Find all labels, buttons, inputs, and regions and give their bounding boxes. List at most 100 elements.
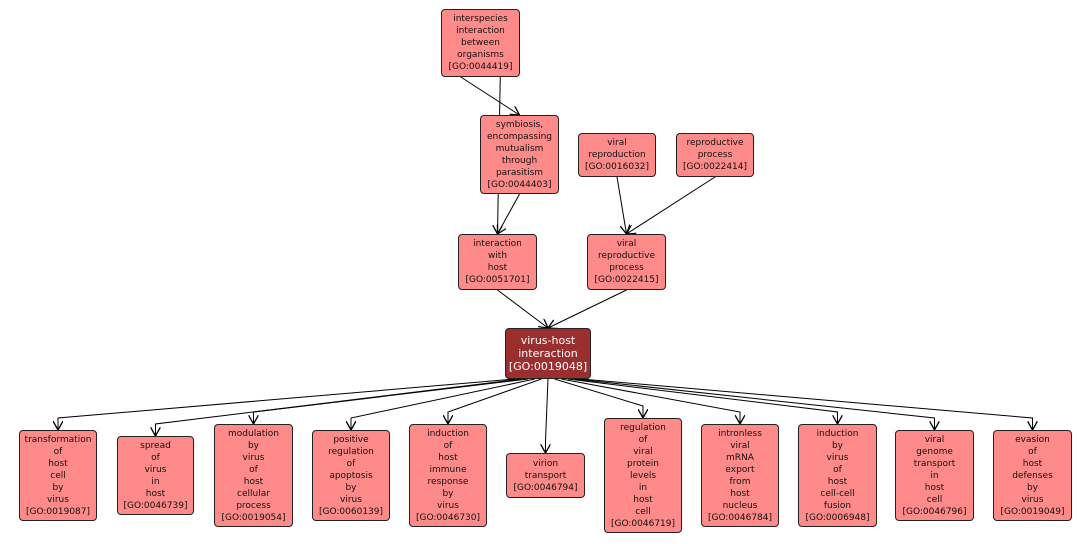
node-label-line: parasitism bbox=[495, 167, 544, 178]
node-label-line: mRNA bbox=[726, 452, 754, 463]
node-label-line: cell bbox=[926, 494, 943, 505]
node-label-line: immune bbox=[429, 464, 467, 475]
node-label-line: cell bbox=[635, 506, 651, 517]
node-label-line: virus bbox=[437, 500, 459, 511]
edge-arrow bbox=[554, 378, 643, 418]
node-label-line: induction bbox=[427, 428, 469, 439]
node-label-line: virus bbox=[144, 464, 167, 475]
node-label-line: [GO:0022414] bbox=[682, 162, 748, 172]
node-label-line: of bbox=[1028, 446, 1037, 457]
node-label-line: viral bbox=[633, 446, 653, 457]
node-label-line: of bbox=[638, 434, 648, 445]
node-label-line: [GO:0022415] bbox=[594, 275, 659, 285]
node-label-line: [GO:0060139] bbox=[318, 506, 384, 517]
node-label-line: [GO:0046794] bbox=[513, 482, 578, 493]
go-term-node[interactable]: reproductive process [GO:0022414] bbox=[676, 133, 754, 177]
node-label-line: virus bbox=[47, 494, 69, 505]
node-label-line: transport bbox=[524, 470, 567, 481]
node-label-line: evasion bbox=[1015, 434, 1050, 445]
edge-arrow bbox=[561, 378, 740, 424]
node-label-line: response bbox=[427, 476, 469, 487]
node-label-line: host bbox=[730, 488, 750, 499]
node-label-line: interaction bbox=[473, 239, 522, 249]
node-label-line: intronless bbox=[718, 428, 762, 439]
node-label-line: genome bbox=[916, 446, 953, 457]
node-label-line: cellular bbox=[237, 488, 270, 499]
node-label-line: of bbox=[833, 464, 842, 475]
node-label-line: [GO:0044403] bbox=[487, 179, 552, 190]
node-label-line: host bbox=[924, 482, 945, 493]
edge-arrow bbox=[580, 378, 1033, 430]
node-label-line: modulation bbox=[228, 428, 279, 439]
node-label-line: host bbox=[487, 263, 508, 273]
node-label-line: host bbox=[145, 488, 166, 499]
node-label-line: interaction bbox=[518, 347, 578, 360]
node-label-line: [GO:0046739] bbox=[123, 500, 188, 511]
edge-arrow bbox=[548, 289, 627, 328]
node-label-line: induction bbox=[816, 428, 859, 439]
edge-arrow bbox=[574, 378, 934, 430]
node-label-line: in bbox=[638, 482, 648, 493]
node-label-line: by bbox=[52, 482, 64, 493]
node-label-line: host bbox=[243, 476, 264, 487]
node-label-line: spread bbox=[140, 440, 171, 451]
node-label-line: cell bbox=[50, 470, 66, 481]
node-label-line: of bbox=[249, 464, 258, 475]
edge-arrow bbox=[498, 193, 520, 234]
node-label-line: levels bbox=[629, 470, 657, 481]
edge-arrow bbox=[546, 378, 549, 453]
node-label-line: encompassing bbox=[487, 131, 552, 142]
node-label-line: viral bbox=[924, 434, 945, 445]
node-label-line: [GO:0046784] bbox=[707, 512, 773, 523]
node-label-line: regulation bbox=[328, 446, 374, 457]
node-label-line: virion bbox=[532, 458, 559, 469]
node-label-line: nucleus bbox=[722, 500, 758, 511]
node-label-line: regulation bbox=[620, 422, 666, 433]
node-label-line: host bbox=[438, 452, 458, 463]
node-label-line: transport bbox=[913, 458, 956, 469]
node-label-line: virus-host bbox=[520, 334, 576, 347]
edge-arrow bbox=[460, 76, 520, 115]
node-label-line: of bbox=[53, 446, 63, 457]
node-label-line: [GO:0016032] bbox=[584, 162, 650, 172]
node-label-line: from bbox=[729, 476, 751, 487]
node-label-line: of bbox=[151, 452, 160, 463]
edge-arrow bbox=[448, 378, 542, 424]
node-label-line: host bbox=[827, 476, 848, 487]
node-label-line: virus bbox=[242, 452, 265, 463]
edge-arrow bbox=[616, 176, 627, 234]
node-label-line: process bbox=[697, 150, 733, 160]
node-label-line: in bbox=[151, 476, 160, 487]
edge-arrow bbox=[58, 378, 516, 430]
node-label-line: [GO:0051701] bbox=[465, 275, 530, 285]
edge-arrow bbox=[254, 378, 529, 424]
node-label-line: transformation bbox=[24, 434, 92, 445]
node-label-line: [GO:0019049] bbox=[1000, 506, 1065, 517]
node-label-line: reproductive bbox=[686, 138, 744, 148]
node-label-line: between bbox=[461, 38, 500, 48]
node-label-line: in bbox=[930, 470, 939, 481]
node-label-line: viral bbox=[607, 138, 627, 148]
node-label-line: through bbox=[501, 155, 538, 166]
node-label-line: protein bbox=[627, 458, 659, 469]
node-label-line: fusion bbox=[823, 500, 852, 511]
